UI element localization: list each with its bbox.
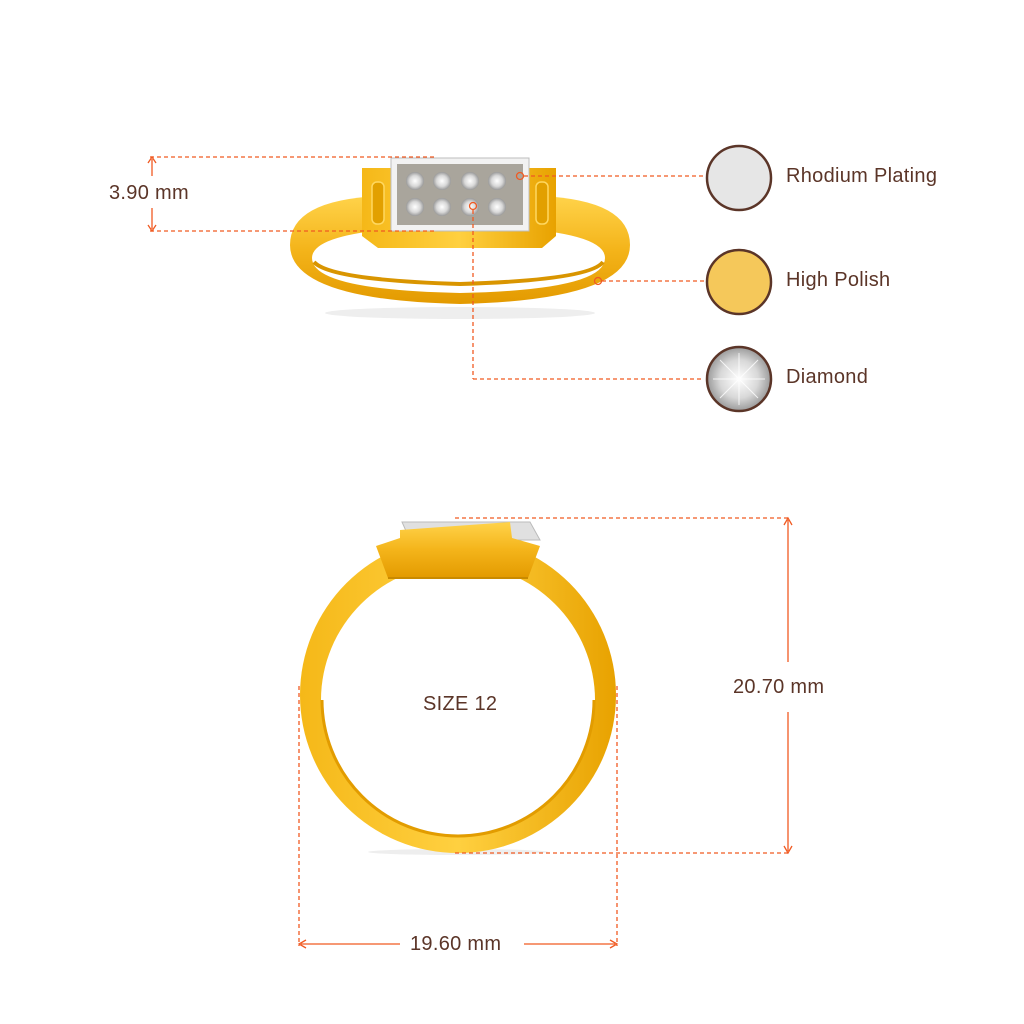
high-polish-swatch xyxy=(705,248,773,316)
material-swatches xyxy=(705,144,773,413)
rhodium-swatch xyxy=(705,144,773,212)
material-label-high-polish: High Polish xyxy=(786,269,891,291)
height-label: 3.90 mm xyxy=(109,182,189,204)
ring-size-label: SIZE 12 xyxy=(423,693,498,715)
ring-height-label: 20.70 mm xyxy=(733,676,825,698)
ring-width-dimension-lines xyxy=(297,686,619,949)
material-label-diamond: Diamond xyxy=(786,366,869,388)
height-dimension-lines xyxy=(147,155,435,233)
material-label-rhodium: Rhodium Plating xyxy=(786,165,938,187)
ring-side-view xyxy=(290,157,630,319)
ring-width-label: 19.60 mm xyxy=(410,933,502,955)
ring-height-dimension-lines xyxy=(455,516,793,855)
ring-front-view xyxy=(300,521,616,855)
material-leader-lines xyxy=(468,171,704,380)
